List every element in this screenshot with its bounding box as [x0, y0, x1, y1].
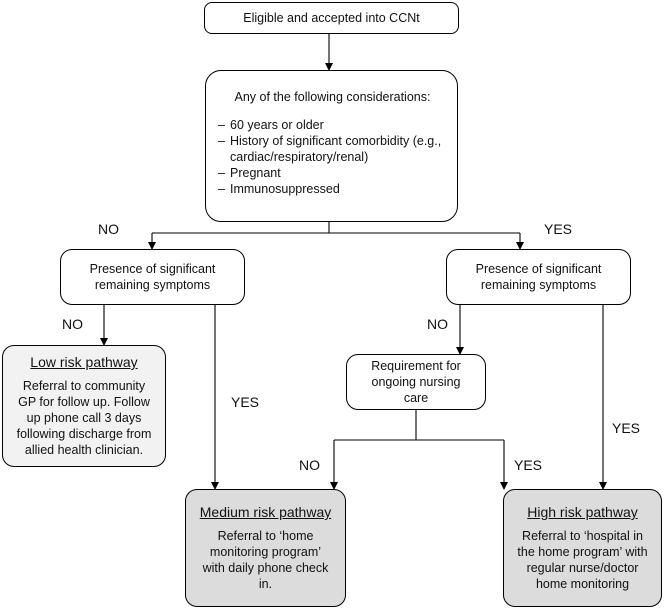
- label-no-right: NO: [427, 316, 448, 332]
- low-risk-body: Referral to community GP for follow up. …: [16, 379, 152, 457]
- consideration-item: 60 years or older: [218, 117, 447, 133]
- high-risk-title: High risk pathway: [527, 504, 638, 520]
- medium-risk-box: Medium risk pathway Referral to ‘home mo…: [185, 489, 346, 607]
- label-no-nursing: NO: [299, 457, 320, 473]
- label-no-left: NO: [62, 316, 83, 332]
- symptoms-left-box: Presence of significant remaining sympto…: [60, 249, 245, 305]
- nursing-care-box: Requirement for ongoing nursing care: [346, 354, 486, 410]
- consideration-item: Pregnant: [218, 165, 447, 181]
- label-yes-right: YES: [612, 420, 641, 436]
- low-risk-title: Low risk pathway: [30, 354, 138, 370]
- label-yes-top: YES: [544, 221, 573, 237]
- label-no-top: NO: [98, 221, 119, 237]
- medium-risk-title: Medium risk pathway: [199, 504, 332, 520]
- label-yes-nursing: YES: [514, 457, 543, 473]
- label-yes-left: YES: [231, 394, 260, 410]
- symptoms-right-text: Presence of significant remaining sympto…: [475, 262, 602, 292]
- consideration-item: History of significant comorbidity (e.g.…: [218, 133, 447, 165]
- low-risk-box: Low risk pathway Referral to community G…: [2, 345, 166, 467]
- eligible-text: Eligible and accepted into CCNt: [243, 11, 420, 25]
- considerations-list: 60 years or older History of significant…: [218, 117, 447, 197]
- high-risk-body: Referral to ‘hospital in the home progra…: [517, 529, 648, 591]
- consideration-item: Immunosuppressed: [218, 181, 447, 197]
- eligible-box: Eligible and accepted into CCNt: [204, 2, 459, 34]
- symptoms-left-text: Presence of significant remaining sympto…: [89, 262, 216, 292]
- nursing-care-text: Requirement for ongoing nursing care: [371, 359, 461, 405]
- considerations-box: Any of the following considerations: 60 …: [205, 70, 458, 222]
- considerations-heading: Any of the following considerations:: [234, 90, 431, 104]
- medium-risk-body: Referral to ‘home monitoring program’ wi…: [202, 529, 329, 591]
- high-risk-box: High risk pathway Referral to ‘hospital …: [503, 489, 662, 607]
- symptoms-right-box: Presence of significant remaining sympto…: [446, 249, 631, 305]
